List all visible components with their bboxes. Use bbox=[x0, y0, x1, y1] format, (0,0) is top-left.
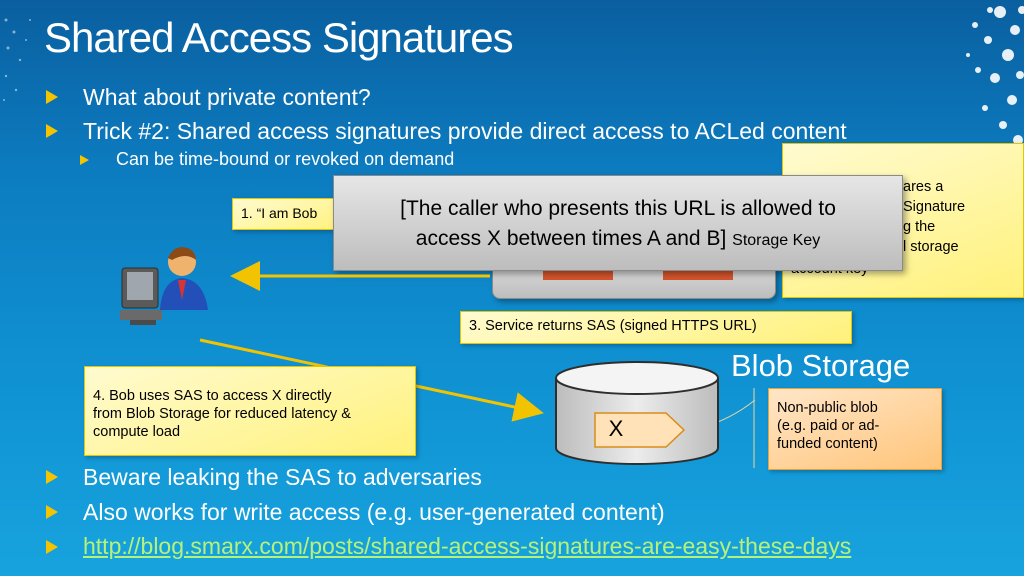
blog-link[interactable]: http://blog.smarx.com/posts/shared-acces… bbox=[83, 533, 852, 559]
bullet-arrow-icon bbox=[46, 505, 58, 519]
bullet-arrow-icon bbox=[46, 124, 58, 138]
bullet-beware: Beware leaking the SAS to adversaries bbox=[83, 464, 482, 490]
step1-note: 1. “I am Bob bbox=[232, 198, 352, 230]
blob-item-label: X bbox=[608, 416, 624, 441]
service-part bbox=[543, 268, 613, 280]
bullet-arrow-icon bbox=[46, 90, 58, 104]
callout-line-1: [The caller who presents this URL is all… bbox=[400, 197, 836, 220]
step2-line: ares a bbox=[903, 179, 944, 195]
step4-line: compute load bbox=[93, 424, 181, 440]
nonpublic-line: funded content) bbox=[777, 436, 878, 452]
callout-line-2-text: access X between times A and B] bbox=[415, 227, 727, 250]
bullet-private-content: What about private content? bbox=[83, 84, 371, 110]
step2-line: g the bbox=[903, 219, 936, 235]
slide-title: Shared Access Signatures bbox=[44, 14, 514, 61]
step4-line: from Blob Storage for reduced latency & bbox=[93, 406, 351, 422]
service-part bbox=[663, 268, 733, 280]
sub-bullet-time-bound: Can be time-bound or revoked on demand bbox=[116, 149, 455, 169]
step2-line: Signature bbox=[903, 199, 966, 215]
bullet-trick-2: Trick #2: Shared access signatures provi… bbox=[83, 118, 847, 144]
sub-bullet-arrow-icon bbox=[80, 155, 89, 165]
step3-note: 3. Service returns SAS (signed HTTPS URL… bbox=[460, 311, 852, 344]
user-at-computer-icon bbox=[120, 247, 208, 325]
blob-item-shape bbox=[594, 412, 686, 448]
bullet-arrow-icon bbox=[46, 540, 58, 554]
step2-line: l storage bbox=[903, 239, 959, 255]
step4-note: 4. Bob uses SAS to access X directly fro… bbox=[84, 366, 416, 456]
blob-storage-title: Blob Storage bbox=[731, 348, 911, 383]
step4-line: 4. Bob uses SAS to access X directly bbox=[93, 388, 332, 404]
nonpublic-note: Non-public blob (e.g. paid or ad- funded… bbox=[768, 388, 942, 470]
bullet-arrow-icon bbox=[46, 470, 58, 484]
callout-line-2: access X between times A and B] Storage … bbox=[334, 224, 902, 256]
sas-callout: [The caller who presents this URL is all… bbox=[333, 175, 903, 271]
bullet-write-access: Also works for write access (e.g. user-g… bbox=[83, 499, 665, 525]
nonpublic-line: (e.g. paid or ad- bbox=[777, 418, 880, 434]
callout-storage-key: Storage Key bbox=[732, 232, 821, 249]
nonpublic-line: Non-public blob bbox=[777, 400, 878, 416]
